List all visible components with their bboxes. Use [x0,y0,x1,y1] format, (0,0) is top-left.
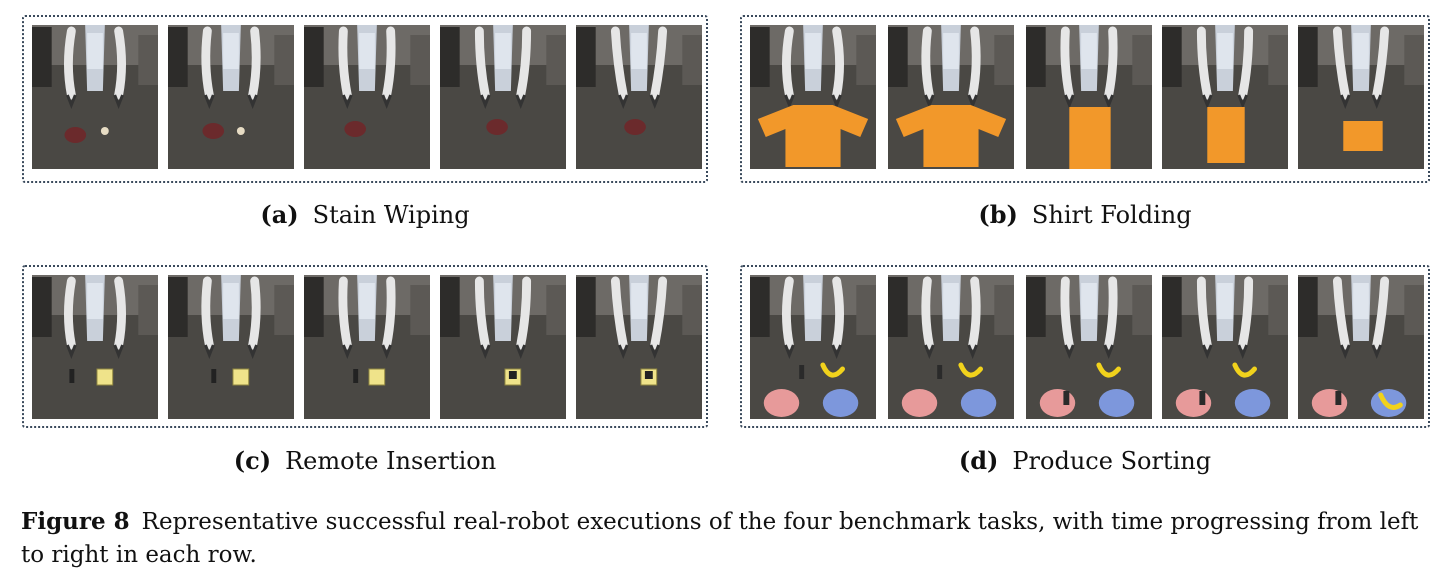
frame-step-4 [1162,25,1288,169]
panel-stain-wiping [22,15,708,183]
frame-step-2 [888,275,1014,419]
robot-scene-image [750,25,876,169]
panel-remote-insertion [22,265,708,428]
subcaption-b: (b) Shirt Folding [740,200,1430,229]
subcaption-label: (d) [958,446,999,475]
robot-scene-image [576,275,702,419]
robot-scene-image [440,25,566,169]
robot-scene-image [304,25,430,169]
subcaption-a: (a) Stain Wiping [22,200,708,229]
frame-step-5 [576,275,702,419]
robot-scene-image [1298,275,1424,419]
robot-scene-image [888,275,1014,419]
subcaption-title: Shirt Folding [1031,201,1192,229]
figure-caption-text: Representative successful real-robot exe… [21,509,1419,568]
figure-label: Figure 8 [21,508,130,535]
panel-shirt-folding [740,15,1430,183]
frame-step-1 [750,25,876,169]
robot-scene-image [440,275,566,419]
subcaption-title: Stain Wiping [312,201,470,229]
frame-step-5 [1298,25,1424,169]
robot-scene-image [304,275,430,419]
subcaption-label: (a) [260,200,299,229]
frame-step-1 [32,25,158,169]
frame-step-3 [1026,275,1152,419]
robot-scene-image [1298,25,1424,169]
robot-scene-image [576,25,702,169]
subcaption-title: Produce Sorting [1012,447,1212,475]
subcaption-label: (b) [978,200,1018,229]
frame-step-3 [304,275,430,419]
frame-step-2 [168,25,294,169]
frame-step-5 [1298,275,1424,419]
frame-step-2 [888,25,1014,169]
robot-scene-image [1162,25,1288,169]
frame-step-1 [32,275,158,419]
robot-scene-image [32,25,158,169]
frame-step-3 [304,25,430,169]
robot-scene-image [1162,275,1288,419]
robot-scene-image [1026,275,1152,419]
robot-scene-image [168,275,294,419]
frame-step-3 [1026,25,1152,169]
robot-scene-image [888,25,1014,169]
subcaption-label: (c) [233,446,272,475]
frame-step-1 [750,275,876,419]
frame-step-4 [440,25,566,169]
robot-scene-image [1026,25,1152,169]
subcaption-c: (c) Remote Insertion [22,446,708,475]
robot-scene-image [32,275,158,419]
panel-produce-sorting [740,265,1430,428]
robot-scene-image [168,25,294,169]
subcaption-title: Remote Insertion [285,447,497,475]
robot-scene-image [750,275,876,419]
frame-step-4 [440,275,566,419]
frame-step-4 [1162,275,1288,419]
frame-step-5 [576,25,702,169]
frame-step-2 [168,275,294,419]
subcaption-d: (d) Produce Sorting [740,446,1430,475]
